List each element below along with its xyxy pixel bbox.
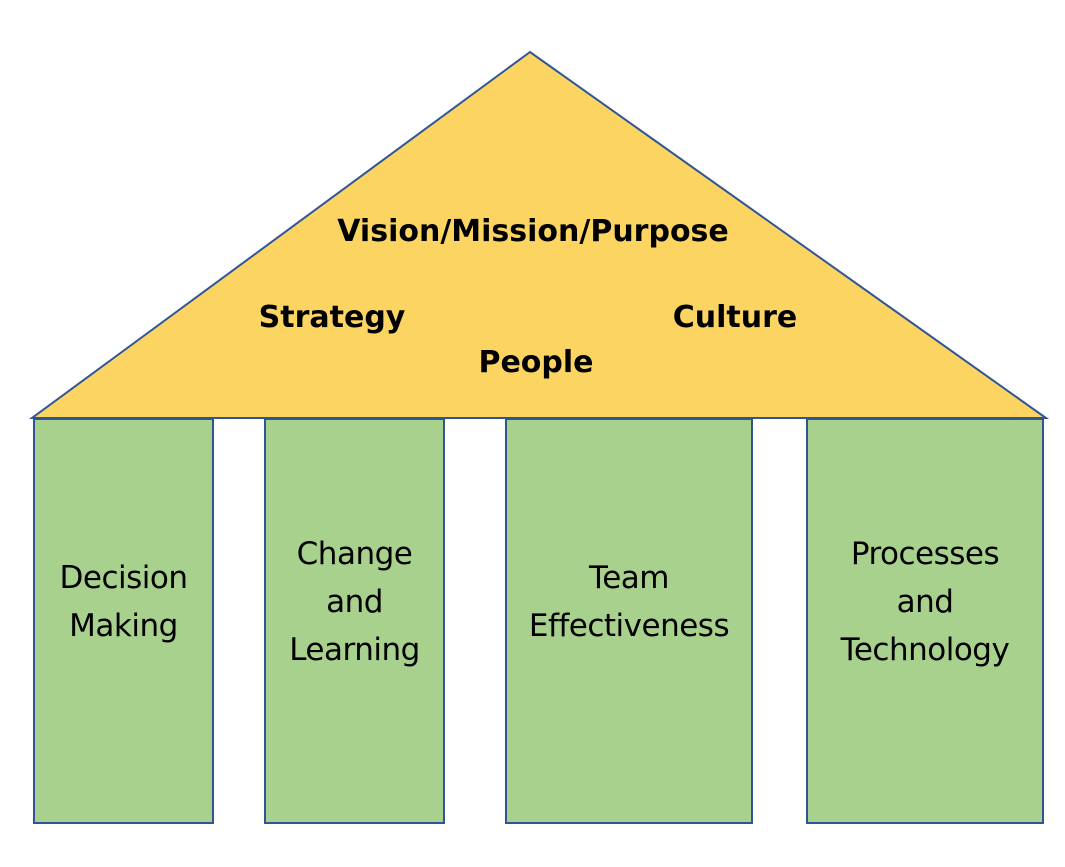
pillar-processes-and-technology: Processes and Technology xyxy=(806,418,1044,824)
pillar-team-effectiveness: Team Effectiveness xyxy=(505,418,753,824)
pillar-label: Processes and Technology xyxy=(840,536,1010,668)
pillar-label: Team Effectiveness xyxy=(528,560,730,644)
roof-strategy-label: Strategy xyxy=(258,300,406,335)
pillar-change-and-learning: Change and Learning xyxy=(264,418,445,824)
roof-title-label: Vision/Mission/Purpose xyxy=(337,214,729,249)
roof-people-label: People xyxy=(478,345,594,380)
roof-culture-label: Culture xyxy=(672,300,798,335)
pillar-label: Decision Making xyxy=(59,560,188,644)
pillar-decision-making: Decision Making xyxy=(33,418,214,824)
pillar-label: Change and Learning xyxy=(289,536,420,668)
